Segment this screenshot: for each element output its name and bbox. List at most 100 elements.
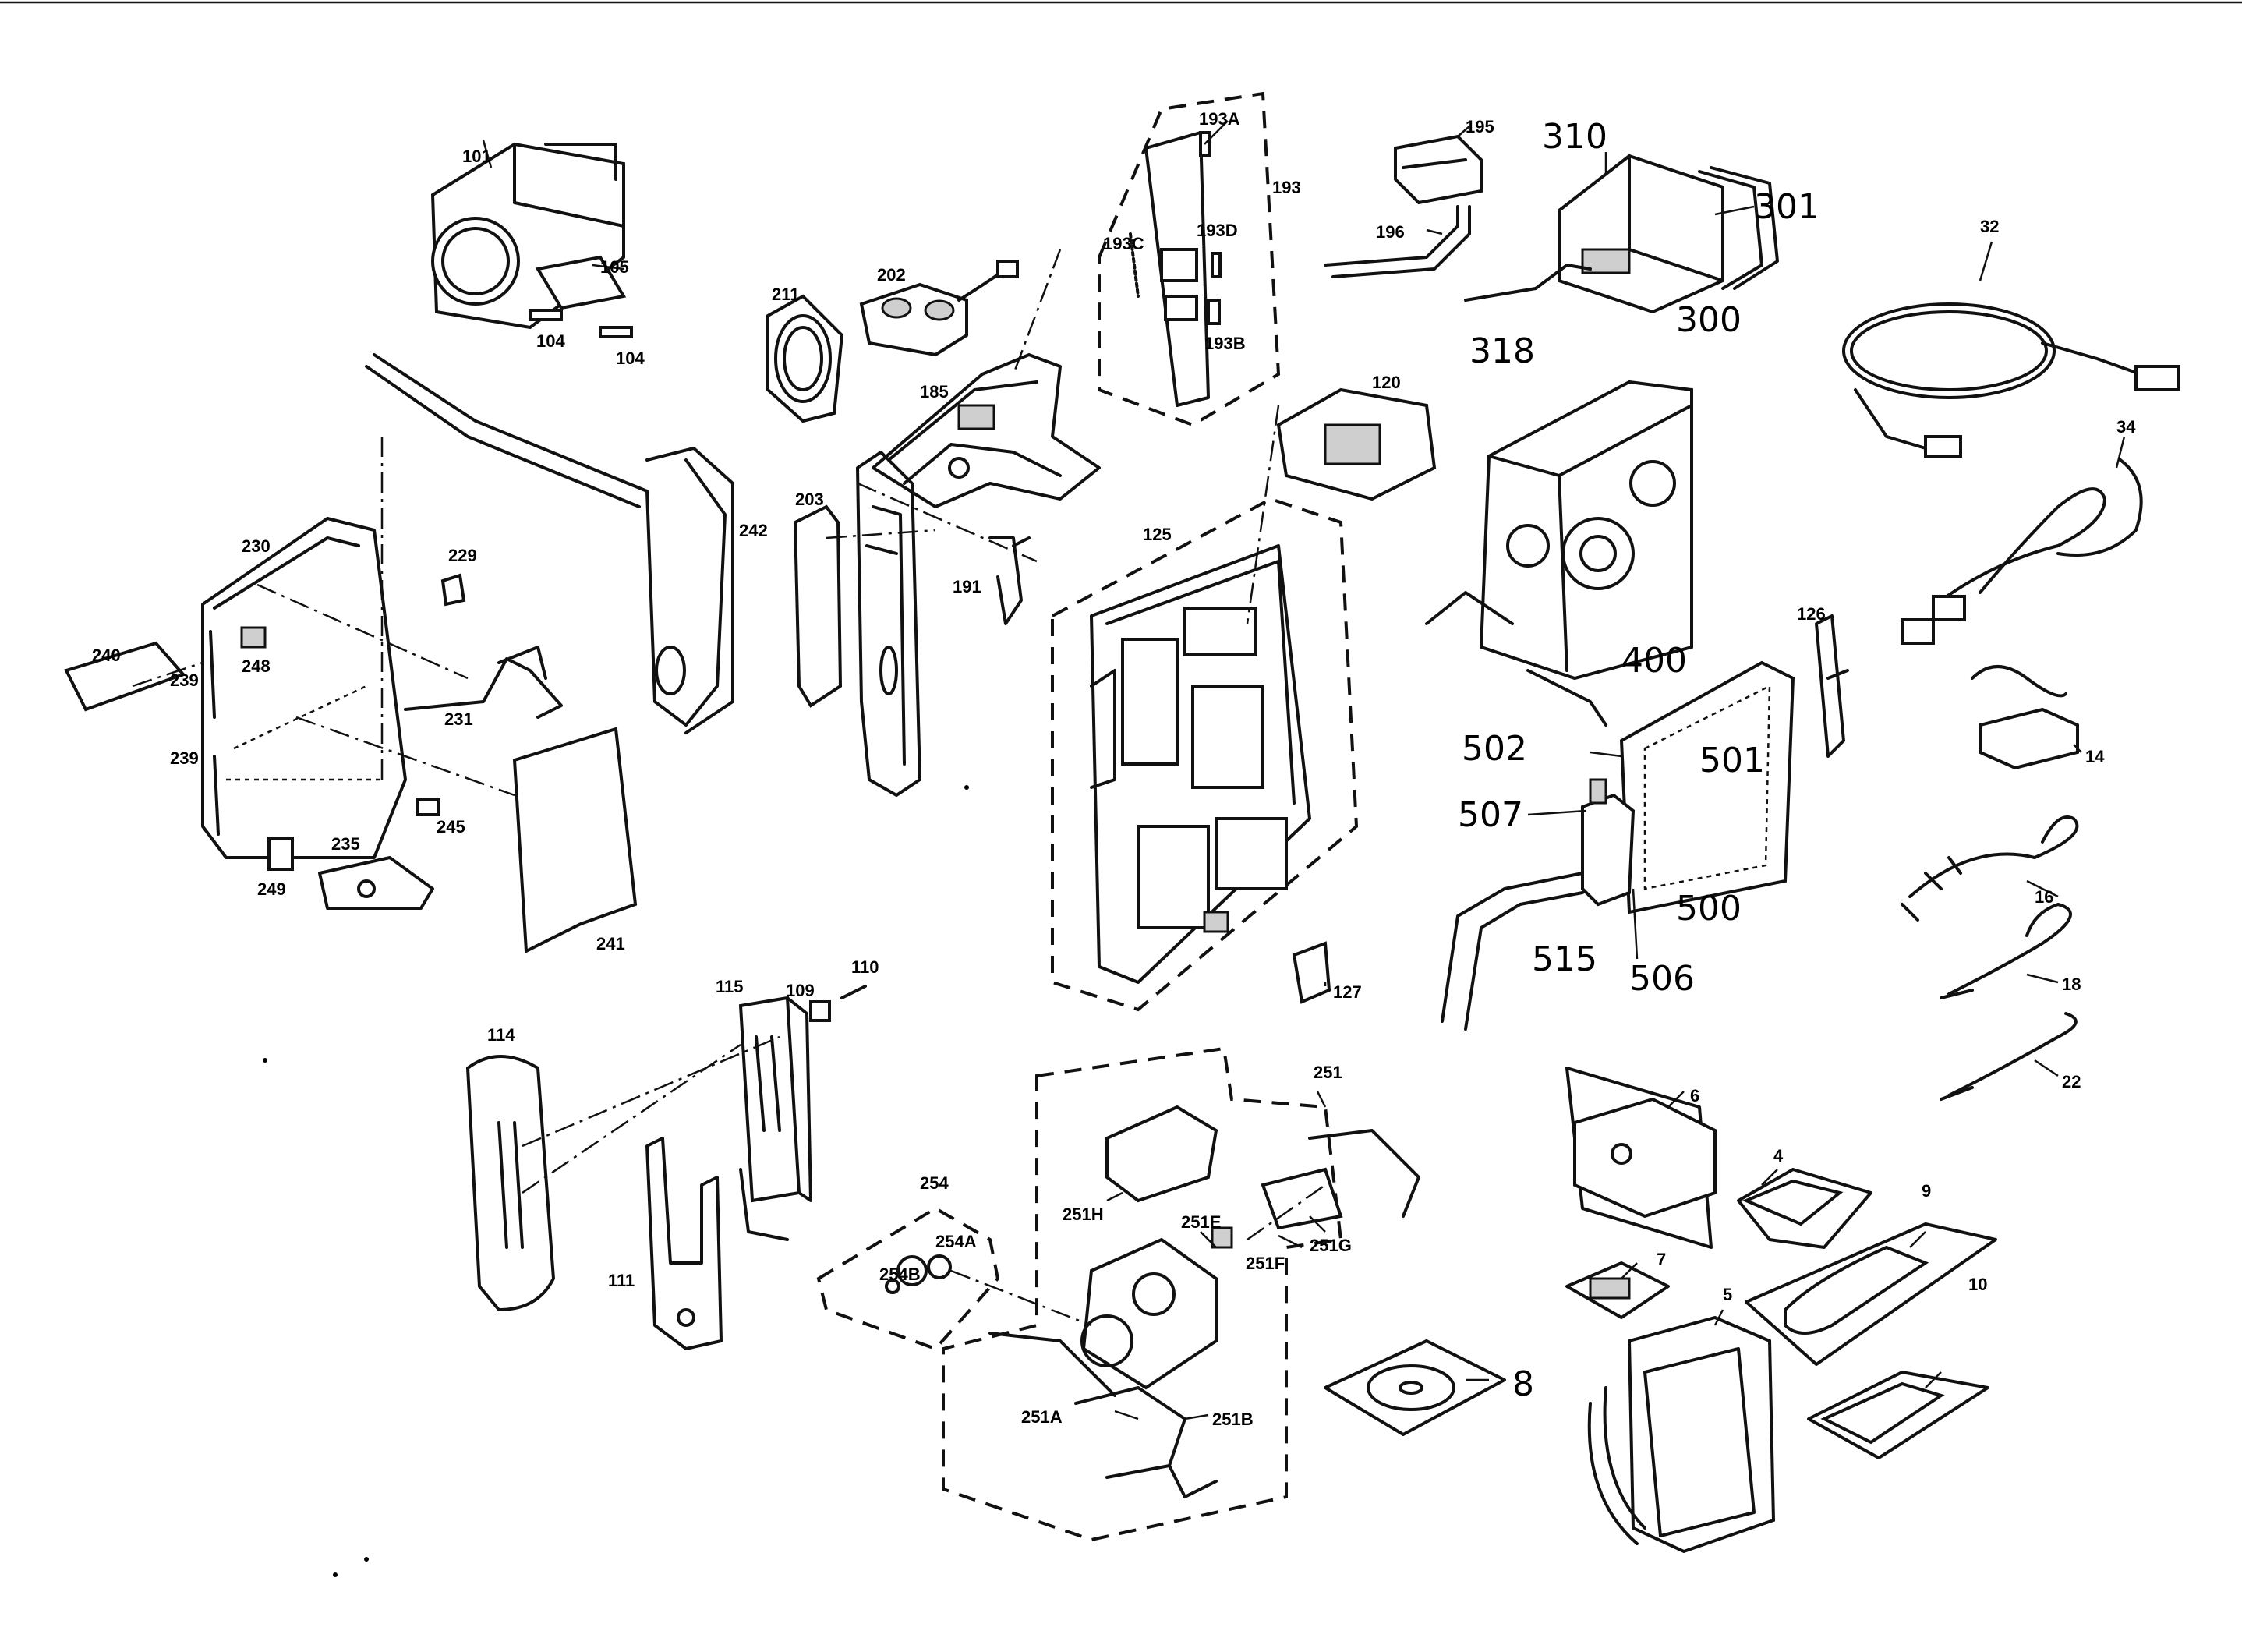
part-111-plate	[645, 1137, 723, 1350]
label-254A: 254A	[935, 1232, 977, 1251]
label-230: 230	[242, 536, 271, 556]
label-507: 507	[1458, 795, 1523, 835]
label-251B: 251B	[1212, 1410, 1254, 1429]
part-202-head	[859, 260, 1019, 357]
part-300-assembly	[1464, 152, 1779, 314]
part-14-adapter	[1971, 665, 2079, 770]
part-191-clip	[988, 536, 1031, 625]
part-126-bracket	[1815, 614, 1849, 758]
label-32: 32	[1980, 217, 1999, 236]
label-34: 34	[2116, 417, 2136, 437]
part-203-plate	[793, 504, 843, 708]
label-196: 196	[1376, 222, 1405, 242]
part-chassis-left	[856, 451, 921, 797]
part-16-av-cable	[1901, 815, 2079, 922]
label-10: 10	[1968, 1275, 1987, 1294]
label-239: 239	[170, 670, 199, 690]
label-16: 16	[2035, 887, 2053, 907]
part-8-disc	[1324, 1339, 1506, 1436]
label-109: 109	[786, 981, 815, 1000]
label-126: 126	[1797, 604, 1826, 624]
label-110: 110	[851, 957, 879, 977]
label-300: 300	[1676, 300, 1742, 340]
part-231-lever	[404, 646, 563, 719]
label-193B: 193B	[1204, 334, 1246, 353]
label-127: 127	[1333, 982, 1362, 1002]
label-191: 191	[953, 577, 981, 596]
part-9-strap-card	[1745, 1222, 1997, 1366]
part-249-tab	[267, 837, 294, 871]
label-105: 105	[600, 257, 629, 277]
part-241-sheet	[512, 727, 638, 954]
part-251-assembly	[942, 1046, 1420, 1542]
part-110-screw	[840, 985, 867, 999]
label-254: 254	[920, 1173, 949, 1193]
label-104: 104	[616, 348, 645, 368]
part-114-cover	[465, 1055, 556, 1312]
part-242-flex	[365, 353, 734, 734]
scan-marks	[263, 785, 969, 1577]
label-120: 120	[1372, 373, 1401, 392]
label-101: 101	[462, 147, 491, 166]
label-251F: 251F	[1246, 1254, 1285, 1273]
label-9: 9	[1922, 1181, 1931, 1201]
label-301: 301	[1754, 187, 1819, 227]
label-115: 115	[716, 977, 744, 996]
part-104-clips	[529, 309, 633, 338]
part-500-panel	[1619, 660, 1795, 914]
label-318: 318	[1469, 331, 1535, 371]
label-5: 5	[1723, 1285, 1732, 1304]
label-7: 7	[1657, 1250, 1666, 1269]
label-251E: 251E	[1181, 1212, 1221, 1232]
label-502: 502	[1462, 729, 1527, 769]
part-5-bag	[1587, 1315, 1776, 1554]
label-231: 231	[444, 709, 473, 729]
label-235: 235	[331, 834, 360, 854]
part-196-flex	[1324, 205, 1471, 278]
label-239: 239	[170, 748, 199, 768]
label-22: 22	[2062, 1072, 2081, 1091]
part-120-plate	[1276, 387, 1437, 501]
label-193A: 193A	[1199, 109, 1240, 129]
part-235-board	[318, 856, 434, 910]
label-111: 111	[608, 1271, 635, 1290]
label-240: 240	[92, 646, 121, 665]
label-202: 202	[877, 265, 906, 285]
label-6: 6	[1690, 1086, 1699, 1105]
label-211: 211	[772, 285, 800, 304]
part-32-cable	[1842, 241, 2180, 458]
part-254-assembly	[816, 1206, 1000, 1351]
part-211-ring	[766, 294, 844, 423]
label-242: 242	[739, 521, 768, 540]
part-10-card	[1807, 1371, 1989, 1459]
part-6-charger-card	[1565, 1067, 1717, 1249]
label-193C: 193C	[1103, 234, 1144, 253]
leader-lines	[1106, 744, 2082, 1420]
label-8: 8	[1512, 1364, 1534, 1404]
label-193D: 193D	[1197, 221, 1238, 240]
part-400-mechanism	[1425, 380, 1693, 727]
part-4-battery-card	[1737, 1168, 1872, 1249]
label-193: 193	[1272, 178, 1301, 197]
callout-labels: 101 105 104 104 195 196 310 301 300 318 …	[92, 109, 2136, 1429]
part-230-frame	[201, 517, 407, 859]
part-127-clip	[1292, 941, 1331, 1004]
label-501: 501	[1699, 741, 1765, 780]
label-249: 249	[257, 879, 286, 899]
alignment-lines	[132, 249, 1326, 1327]
label-254B: 254B	[879, 1265, 921, 1284]
label-125: 125	[1143, 525, 1172, 544]
part-115-board	[738, 996, 812, 1241]
label-506: 506	[1629, 959, 1695, 999]
part-185-frame	[872, 353, 1101, 508]
label-400: 400	[1621, 641, 1687, 681]
label-4: 4	[1773, 1146, 1784, 1166]
label-500: 500	[1676, 889, 1742, 929]
label-245: 245	[437, 817, 465, 837]
label-251G: 251G	[1310, 1236, 1352, 1255]
label-515: 515	[1532, 939, 1597, 979]
label-251A: 251A	[1021, 1407, 1063, 1427]
part-195-block	[1394, 126, 1483, 205]
label-14: 14	[2085, 747, 2105, 766]
